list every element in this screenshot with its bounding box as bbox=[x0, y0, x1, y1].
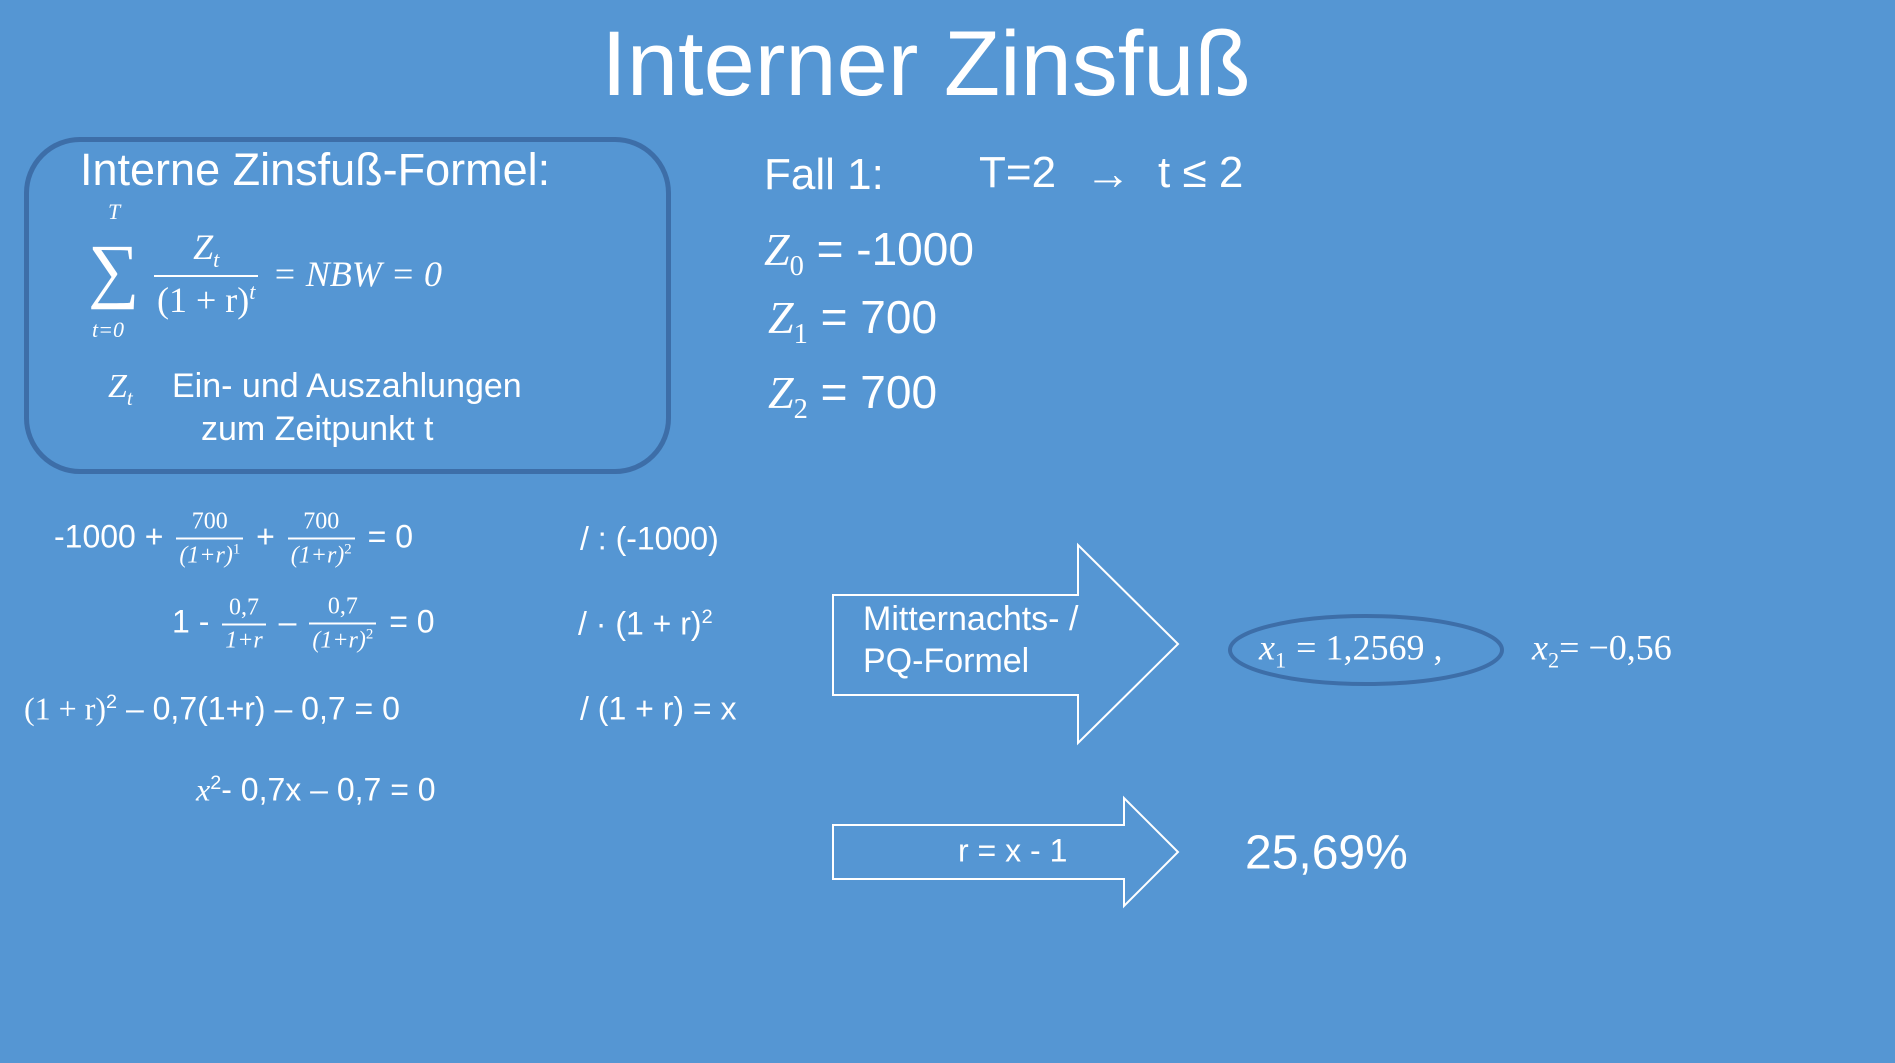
frac-sup: 1 bbox=[232, 541, 241, 558]
numerator-sub: t bbox=[213, 247, 220, 273]
frac-num: 700 bbox=[191, 508, 228, 535]
equation-line3: (1 + r)2 – 0,7(1+r) – 0,7 = 0 bbox=[24, 691, 400, 728]
solution-x2: x2= −0,56 bbox=[1532, 626, 1672, 673]
eq-lead: (1 + r) bbox=[24, 690, 107, 727]
arrow-right-icon: → bbox=[1085, 147, 1131, 199]
arrow1-label-line1: Mitternachts- / bbox=[863, 600, 1079, 638]
equation-line2: 1 - 0,7 1+r – 0,7 (1+r)2 = 0 bbox=[172, 594, 435, 655]
case-result: t ≤ 2 bbox=[1158, 148, 1244, 197]
sum-symbol: ∑ bbox=[88, 230, 140, 310]
slide-title: Interner Zinsfuß bbox=[601, 13, 1251, 115]
solution-x1: x1 = 1,2569 , bbox=[1259, 626, 1442, 673]
eq-sup: 2 bbox=[210, 771, 222, 794]
cashflow-z2: Z2 = 700 bbox=[768, 365, 937, 426]
frac-den: (1+r) bbox=[290, 542, 345, 569]
eq-rest: - 0,7x – 0,7 = 0 bbox=[221, 771, 436, 808]
frac-den: 1+r bbox=[222, 623, 266, 654]
denominator: (1 + r) bbox=[157, 280, 250, 321]
cashflow-symbol: Z bbox=[764, 224, 790, 275]
sum-formula-row: Zt(1 + r)t = NBW = 0 bbox=[150, 226, 442, 321]
note-line1: / : (-1000) bbox=[580, 520, 719, 557]
cashflow-value: = -1000 bbox=[816, 223, 974, 275]
eq-rest: – 0,7(1+r) – 0,7 = 0 bbox=[117, 690, 400, 727]
legend-symbol: Zt bbox=[108, 368, 133, 411]
x2-value: = −0,56 bbox=[1559, 627, 1672, 668]
note-text: / · (1 + r) bbox=[578, 605, 702, 642]
formula-box bbox=[24, 137, 671, 474]
x1-index: 1 bbox=[1274, 647, 1287, 673]
arrow1-label-line2: PQ-Formel bbox=[863, 642, 1030, 680]
legend-line1: Ein- und Auszahlungen bbox=[172, 367, 522, 405]
case-condition: T=2 bbox=[979, 148, 1057, 197]
sum-lower: t=0 bbox=[92, 317, 124, 342]
case-label: Fall 1: bbox=[764, 150, 884, 199]
x1-symbol: x bbox=[1259, 627, 1275, 668]
note-sup: 2 bbox=[701, 605, 713, 628]
frac-num: 0,7 bbox=[327, 593, 358, 620]
formula-box-heading: Interne Zinsfuß-Formel: bbox=[80, 144, 551, 195]
arrow2-label: r = x - 1 bbox=[958, 832, 1068, 869]
cashflow-index: 1 bbox=[793, 319, 808, 351]
numerator: Z bbox=[193, 227, 214, 267]
equation-line4: x2- 0,7x – 0,7 = 0 bbox=[196, 772, 436, 809]
small-arrow-shape bbox=[832, 795, 1180, 909]
legend-z: Z bbox=[108, 368, 127, 405]
cashflow-index: 2 bbox=[793, 394, 808, 426]
eq-lead: x bbox=[196, 771, 211, 808]
cashflow-value: = 700 bbox=[820, 291, 938, 343]
eq-lead: 1 - bbox=[172, 603, 210, 640]
eq-tail: = 0 bbox=[367, 518, 413, 555]
frac-den: (1+r) bbox=[179, 542, 233, 569]
npv-equation: = NBW = 0 bbox=[272, 253, 443, 294]
frac-sup: 2 bbox=[344, 541, 352, 558]
eq-sup: 2 bbox=[106, 690, 118, 713]
equation-line1: -1000 + 700(1+r)1 + 700(1+r)2 = 0 bbox=[54, 509, 413, 570]
eq-minus: – bbox=[278, 603, 297, 640]
cashflow-symbol: Z bbox=[768, 292, 794, 343]
note-line3: / (1 + r) = x bbox=[580, 690, 737, 727]
x2-index: 2 bbox=[1547, 647, 1560, 673]
sum-upper: T bbox=[108, 199, 121, 224]
x2-symbol: x bbox=[1532, 627, 1548, 668]
frac-sup: 2 bbox=[365, 626, 374, 643]
legend-sub: t bbox=[126, 385, 133, 410]
eq-tail: = 0 bbox=[389, 603, 435, 640]
frac-den: (1+r) bbox=[312, 627, 366, 654]
big-arrow-shape bbox=[832, 542, 1180, 746]
x1-value: = 1,2569 , bbox=[1296, 627, 1443, 668]
cashflow-symbol: Z bbox=[768, 367, 794, 418]
denominator-sup: t bbox=[249, 279, 256, 305]
cashflow-z1: Z1 = 700 bbox=[768, 290, 937, 351]
note-line2: / · (1 + r)2 bbox=[578, 606, 713, 643]
eq-plus: + bbox=[256, 518, 275, 555]
cashflow-value: = 700 bbox=[820, 366, 938, 418]
cashflow-index: 0 bbox=[789, 251, 804, 283]
frac-num: 0,7 bbox=[229, 594, 259, 620]
legend-line2: zum Zeitpunkt t bbox=[201, 410, 434, 448]
eq-lead: -1000 + bbox=[54, 518, 164, 555]
result-percentage: 25,69% bbox=[1245, 826, 1408, 880]
cashflow-z0: Z0 = -1000 bbox=[764, 222, 974, 283]
solution-highlight-ellipse bbox=[1228, 614, 1504, 686]
frac-num: 700 bbox=[303, 508, 340, 535]
